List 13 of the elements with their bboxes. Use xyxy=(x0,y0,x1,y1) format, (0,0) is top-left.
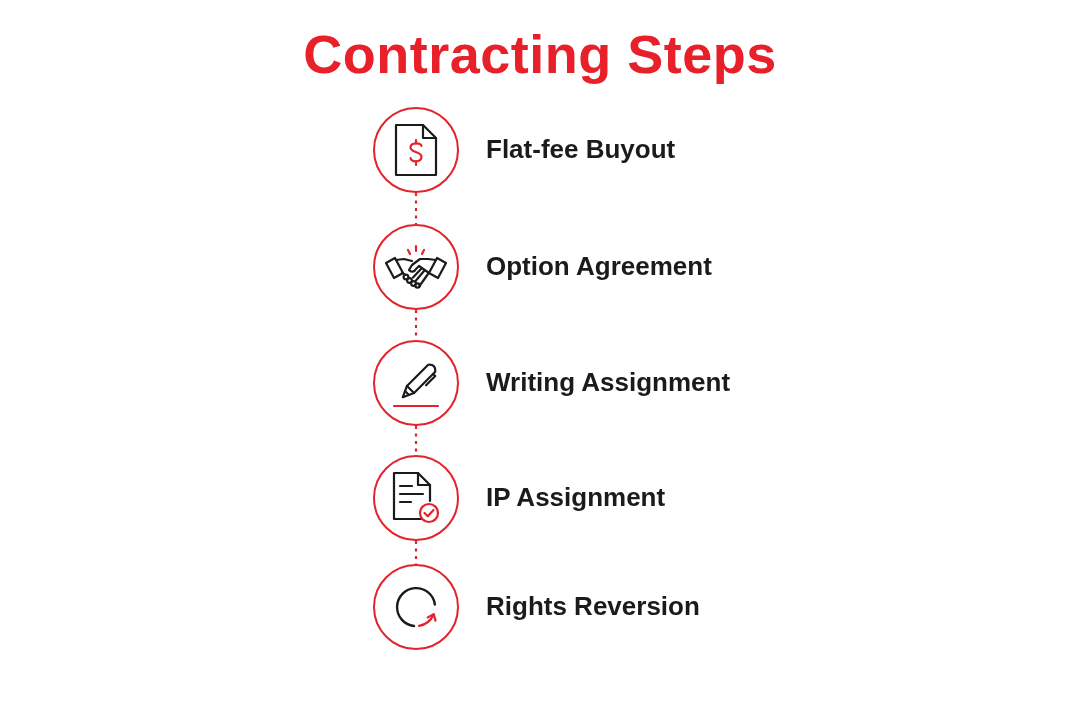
title: Contracting Steps xyxy=(303,23,777,86)
step-circle xyxy=(373,455,459,541)
dotted-connector xyxy=(414,426,418,455)
step-circle xyxy=(373,564,459,650)
step-circle xyxy=(373,340,459,426)
step-label: IP Assignment xyxy=(486,481,666,513)
step-label: Option Agreement xyxy=(486,250,712,282)
step-circle xyxy=(373,107,459,193)
step-circle xyxy=(373,224,459,310)
step-label: Writing Assignment xyxy=(486,366,731,398)
step-label: Rights Reversion xyxy=(486,590,700,622)
step-label: Flat-fee Buyout xyxy=(486,133,676,165)
dotted-connector xyxy=(414,193,418,224)
